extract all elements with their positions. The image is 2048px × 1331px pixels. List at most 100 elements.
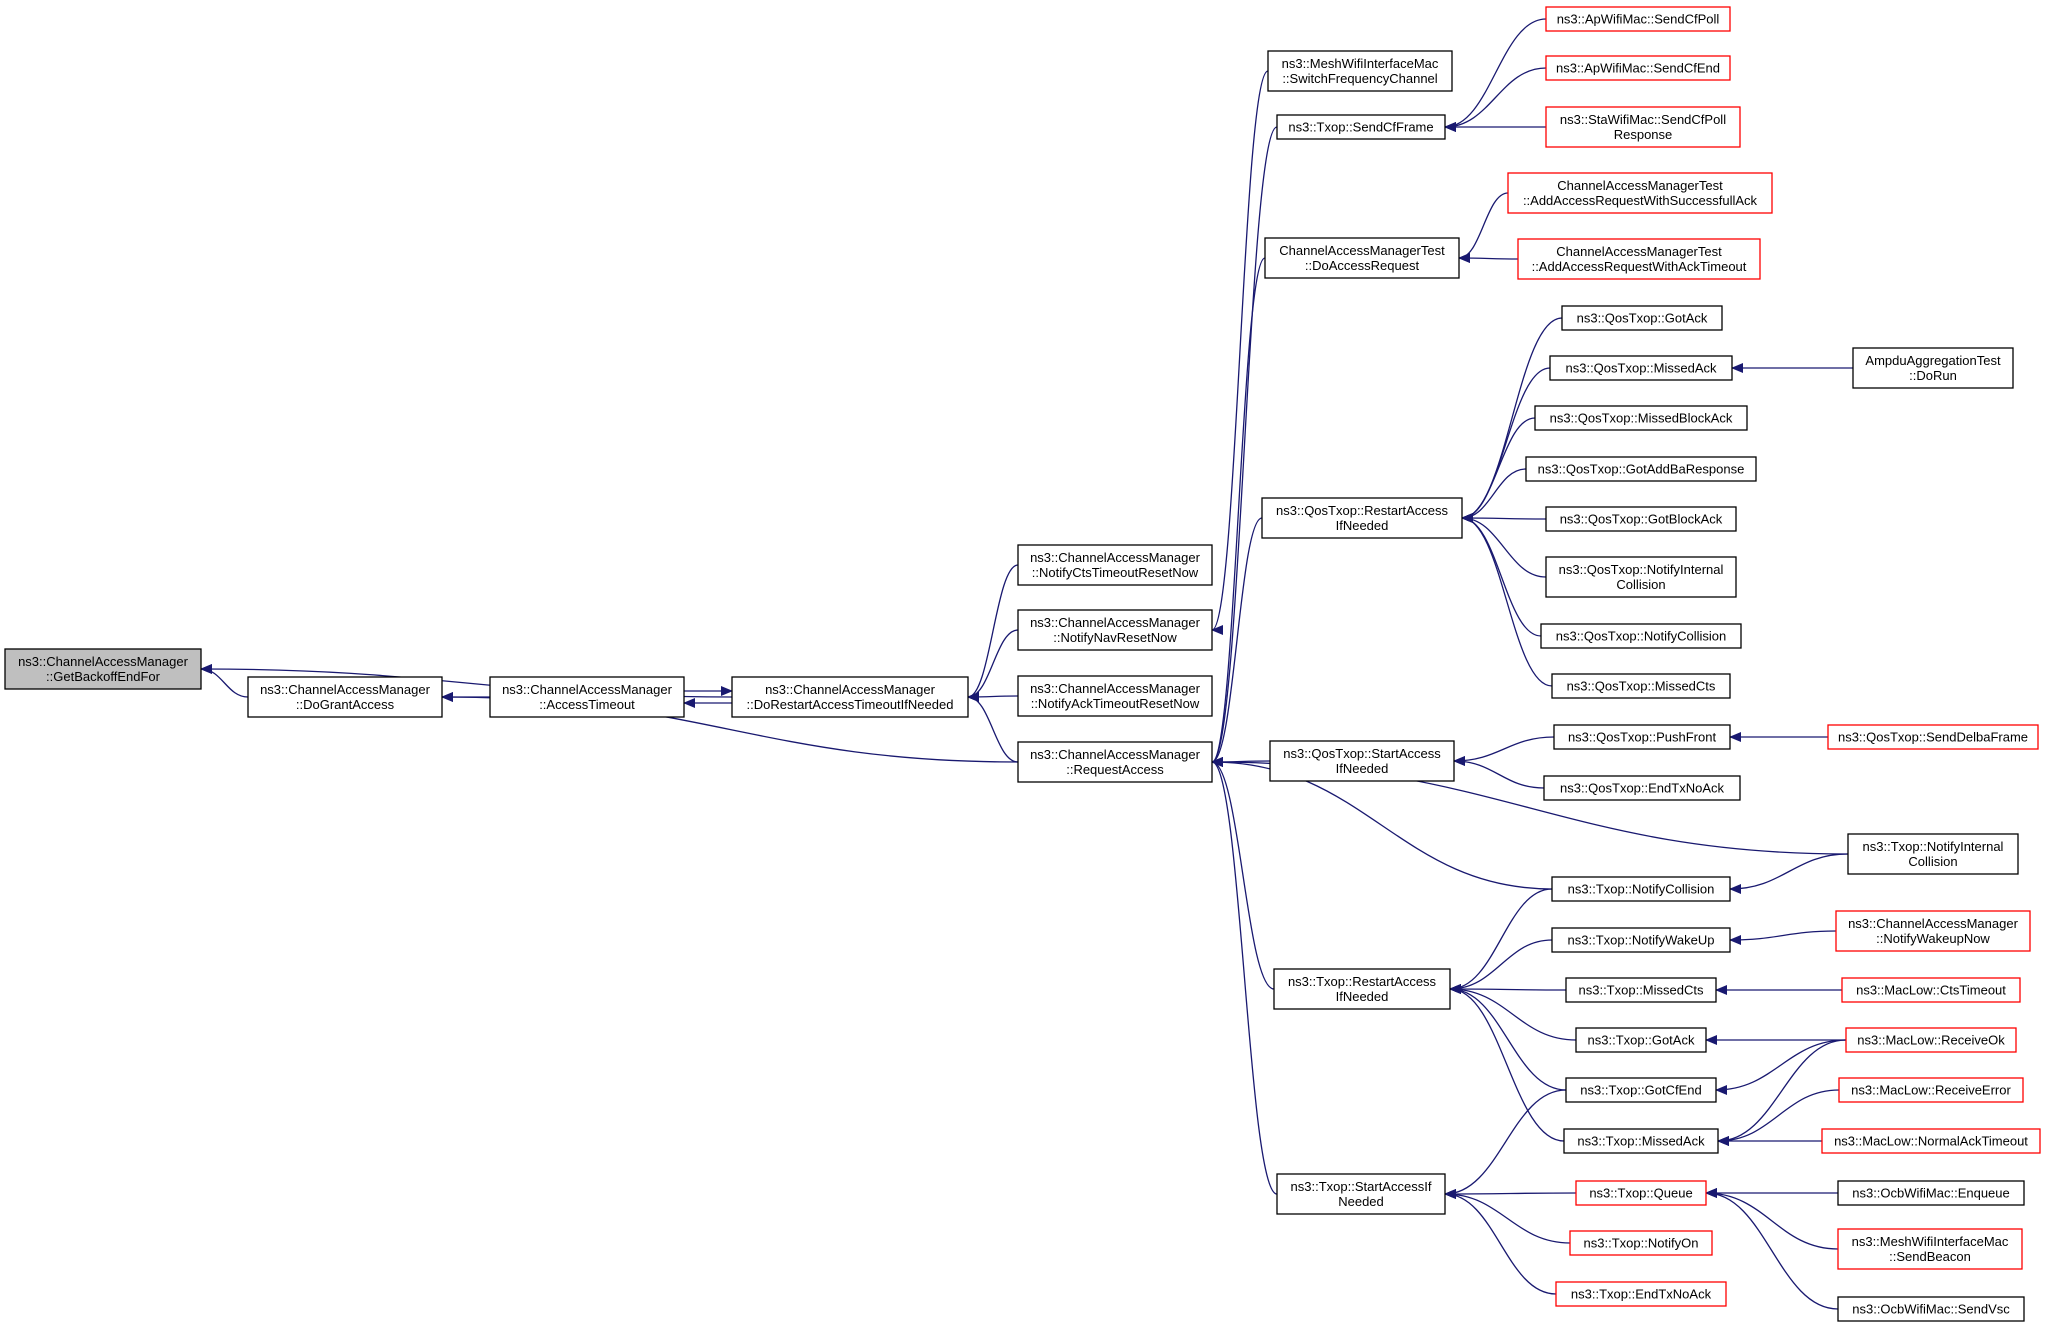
node-apsendcfpoll[interactable]: ns3::ApWifiMac::SendCfPoll [1545,6,1731,32]
node-box [1841,977,2021,1003]
edge-macreceiveok-to-txopmissedack [1717,1039,1847,1146]
node-box [1269,740,1455,782]
node-txopnotifycollision[interactable]: ns3::Txop::NotifyCollision [1551,876,1731,902]
node-qosgotaddba[interactable]: ns3::QosTxop::GotAddBaResponse [1525,456,1757,482]
node-txopnotifyon[interactable]: ns3::Txop::NotifyOn [1569,1230,1713,1256]
node-dorestart[interactable]: ns3::ChannelAccessManager::DoRestartAcce… [731,676,969,718]
node-camtsuccess[interactable]: ChannelAccessManagerTest::AddAccessReque… [1507,172,1773,214]
node-notifyack[interactable]: ns3::ChannelAccessManager::NotifyAckTime… [1017,675,1213,717]
node-accesstimeout[interactable]: ns3::ChannelAccessManager::AccessTimeout [489,676,685,718]
node-label: ns3::QosTxop::MissedBlockAck [1550,411,1733,426]
node-label: ns3::Txop::StartAccessIf [1291,1179,1432,1194]
node-label: ns3::QosTxop::MissedCts [1567,679,1716,694]
node-label: ::AccessTimeout [539,697,635,712]
node-notifynav[interactable]: ns3::ChannelAccessManager::NotifyNavRese… [1017,609,1213,651]
node-qosmissedcts[interactable]: ns3::QosTxop::MissedCts [1551,673,1731,699]
edge-qosendtxnoack-to-qosstart [1453,756,1545,789]
node-meshsendbeacon[interactable]: ns3::MeshWifiInterfaceMac::SendBeacon [1837,1228,2023,1270]
edge-camtdoaccess-to-requestaccess [1211,257,1266,767]
node-dogrant[interactable]: ns3::ChannelAccessManager::DoGrantAccess [247,676,443,718]
node-meshswitch[interactable]: ns3::MeshWifiInterfaceMac::SwitchFrequen… [1267,50,1453,92]
node-camtdoaccess[interactable]: ChannelAccessManagerTest::DoAccessReques… [1264,237,1460,279]
edge-meshsendbeacon-to-txopqueue [1705,1188,1839,1250]
node-txopendtxnoack[interactable]: ns3::Txop::EndTxNoAck [1555,1281,1727,1307]
node-box [1565,1077,1717,1103]
node-box [1017,544,1213,586]
edge-txopgotcfend-to-txoprestart [1449,984,1567,1091]
node-qosendtxnoack[interactable]: ns3::QosTxop::EndTxNoAck [1543,775,1741,801]
node-label: ns3::ChannelAccessManager [1030,747,1200,762]
node-label: ns3::QosTxop::PushFront [1568,730,1717,745]
node-macctstimeout[interactable]: ns3::MacLow::CtsTimeout [1841,977,2021,1003]
node-box [1551,876,1731,902]
node-label: ::DoRun [1909,368,1957,383]
node-label: Needed [1338,1194,1384,1209]
node-label: Collision [1616,577,1665,592]
node-label: ns3::QosTxop::SendDelbaFrame [1838,730,2028,745]
node-ocbsendvsc[interactable]: ns3::OcbWifiMac::SendVsc [1837,1296,2025,1322]
node-label: ::NotifyNavResetNow [1053,630,1177,645]
edge-macreceiveerror-to-txopmissedack [1717,1089,1840,1146]
edge-txopstart-to-requestaccess [1211,757,1278,1195]
node-apsendcfend[interactable]: ns3::ApWifiMac::SendCfEnd [1545,55,1731,81]
node-label: ns3::MeshWifiInterfaceMac [1282,56,1439,71]
node-box [1837,1180,2025,1206]
node-getbackoff[interactable]: ns3::ChannelAccessManager::GetBackoffEnd… [4,648,202,690]
node-box [1545,556,1737,598]
node-qosnotifycollision[interactable]: ns3::QosTxop::NotifyCollision [1540,623,1742,649]
node-txopsendcf[interactable]: ns3::Txop::SendCfFrame [1276,114,1446,140]
edge-txoprestart-to-requestaccess [1211,757,1275,990]
node-label: ns3::Txop::NotifyWakeUp [1568,933,1715,948]
edge-meshswitch-to-notifynav [1211,70,1269,635]
edge-txopmissedack-to-txoprestart [1449,984,1565,1142]
node-qospushfront[interactable]: ns3::QosTxop::PushFront [1553,724,1731,750]
node-ocbenqueue[interactable]: ns3::OcbWifiMac::Enqueue [1837,1180,2025,1206]
node-box [1551,927,1731,953]
node-qosgotack[interactable]: ns3::QosTxop::GotAck [1561,305,1723,331]
node-notifycts[interactable]: ns3::ChannelAccessManager::NotifyCtsTime… [1017,544,1213,586]
node-label: AmpduAggregationTest [1865,353,2001,368]
node-label: ChannelAccessManagerTest [1557,178,1723,193]
node-camnotifywakeup[interactable]: ns3::ChannelAccessManager::NotifyWakeupN… [1835,910,2031,952]
node-txopgotcfend[interactable]: ns3::Txop::GotCfEnd [1565,1077,1717,1103]
node-label: ::GetBackoffEndFor [46,669,161,684]
node-macreceiveok[interactable]: ns3::MacLow::ReceiveOk [1845,1027,2017,1053]
edge-requestaccess-to-dorestart [967,692,1019,763]
node-txopgotack[interactable]: ns3::Txop::GotAck [1575,1027,1707,1053]
node-box [1267,50,1453,92]
node-label: ns3::ChannelAccessManager [765,682,935,697]
edge-macreceiveok-to-txopgotcfend [1715,1039,1847,1095]
edge-txopnotifycollision-to-txoprestart [1449,888,1553,994]
node-qosmissedblockack[interactable]: ns3::QosTxop::MissedBlockAck [1534,405,1748,431]
edge-notifyack-to-dorestart [967,691,1019,702]
node-txopqueue[interactable]: ns3::Txop::Queue [1575,1180,1707,1206]
nodes-layer: ns3::ChannelAccessManager::GetBackoffEnd… [4,6,2041,1322]
node-txopmissedack[interactable]: ns3::Txop::MissedAck [1563,1128,1719,1154]
node-qosgotblockack[interactable]: ns3::QosTxop::GotBlockAck [1545,506,1737,532]
node-macreceiveerror[interactable]: ns3::MacLow::ReceiveError [1838,1077,2024,1103]
node-txopmissedcts[interactable]: ns3::Txop::MissedCts [1565,977,1717,1003]
edge-qosgotblockack-to-qosrestart [1461,513,1547,524]
node-camtacktimeout[interactable]: ChannelAccessManagerTest::AddAccessReque… [1517,238,1761,280]
edge-qospushfront-to-qosstart [1453,736,1555,766]
node-box [1517,238,1761,280]
node-qossenddelba[interactable]: ns3::QosTxop::SendDelbaFrame [1827,724,2039,750]
node-label: ns3::Txop::MissedAck [1577,1134,1705,1149]
node-txopnotifywakeup[interactable]: ns3::Txop::NotifyWakeUp [1551,927,1731,953]
node-label: ns3::QosTxop::NotifyInternal [1559,562,1724,577]
node-requestaccess[interactable]: ns3::ChannelAccessManager::RequestAccess [1017,741,1213,783]
node-macnormalack[interactable]: ns3::MacLow::NormalAckTimeout [1821,1128,2041,1154]
node-label: ns3::ChannelAccessManager [260,682,430,697]
node-ampdu[interactable]: AmpduAggregationTest::DoRun [1852,347,2014,389]
node-qosmissedack[interactable]: ns3::QosTxop::MissedAck [1549,355,1733,381]
edge-qosnotifyinternal-to-qosrestart [1461,513,1547,578]
node-box [1549,355,1733,381]
